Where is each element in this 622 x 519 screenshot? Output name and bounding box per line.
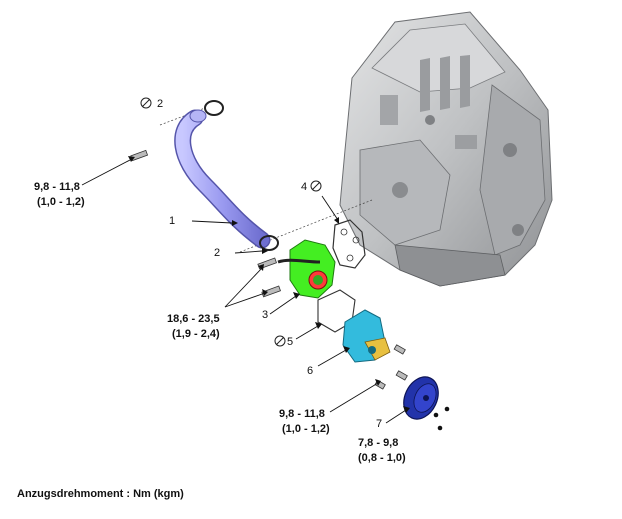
torque-thermostat-bolts: 18,6 - 23,5 — [167, 313, 220, 325]
torque-hose-bolt-kgm: (1,0 - 1,2) — [37, 196, 85, 208]
pulley-bolts — [433, 406, 450, 431]
callout-6: 6 — [307, 365, 313, 377]
callout-1: 1 — [169, 215, 175, 227]
engine-block — [339, 11, 553, 287]
callout-2-upper: 2 — [157, 98, 163, 110]
bolt-pump-1 — [393, 344, 406, 355]
gasket-upper — [332, 219, 366, 269]
water-pump — [342, 309, 391, 363]
callout-5: 5 — [287, 336, 293, 348]
callout-3: 3 — [262, 309, 268, 321]
coolant-hose — [174, 109, 271, 249]
torque-unit-legend: Anzugsdrehmoment : Nm (kgm) — [17, 488, 184, 500]
torque-pump-bolts: 9,8 - 11,8 — [279, 408, 325, 420]
callout-2-lower: 2 — [214, 247, 220, 259]
bolt-pump-2 — [395, 370, 408, 381]
torque-hose-bolt: 9,8 - 11,8 — [34, 181, 80, 193]
no-reuse-icon — [274, 335, 286, 347]
no-reuse-icon — [310, 180, 322, 192]
o-ring-lower — [259, 235, 279, 251]
thermostat-housing — [277, 239, 336, 299]
leader-lines — [81, 156, 410, 424]
torque-pulley-bolts-kgm: (0,8 - 1,0) — [358, 452, 406, 464]
torque-thermostat-bolts-kgm: (1,9 - 2,4) — [172, 328, 220, 340]
o-ring-upper — [204, 100, 224, 116]
callout-4: 4 — [301, 181, 307, 193]
torque-pump-bolts-kgm: (1,0 - 1,2) — [282, 423, 330, 435]
water-pump-pulley — [403, 376, 439, 420]
no-reuse-icon — [140, 97, 152, 109]
callout-7: 7 — [376, 418, 382, 430]
bolt-thermostat-lower — [261, 285, 281, 298]
torque-pulley-bolts: 7,8 - 9,8 — [358, 437, 398, 449]
